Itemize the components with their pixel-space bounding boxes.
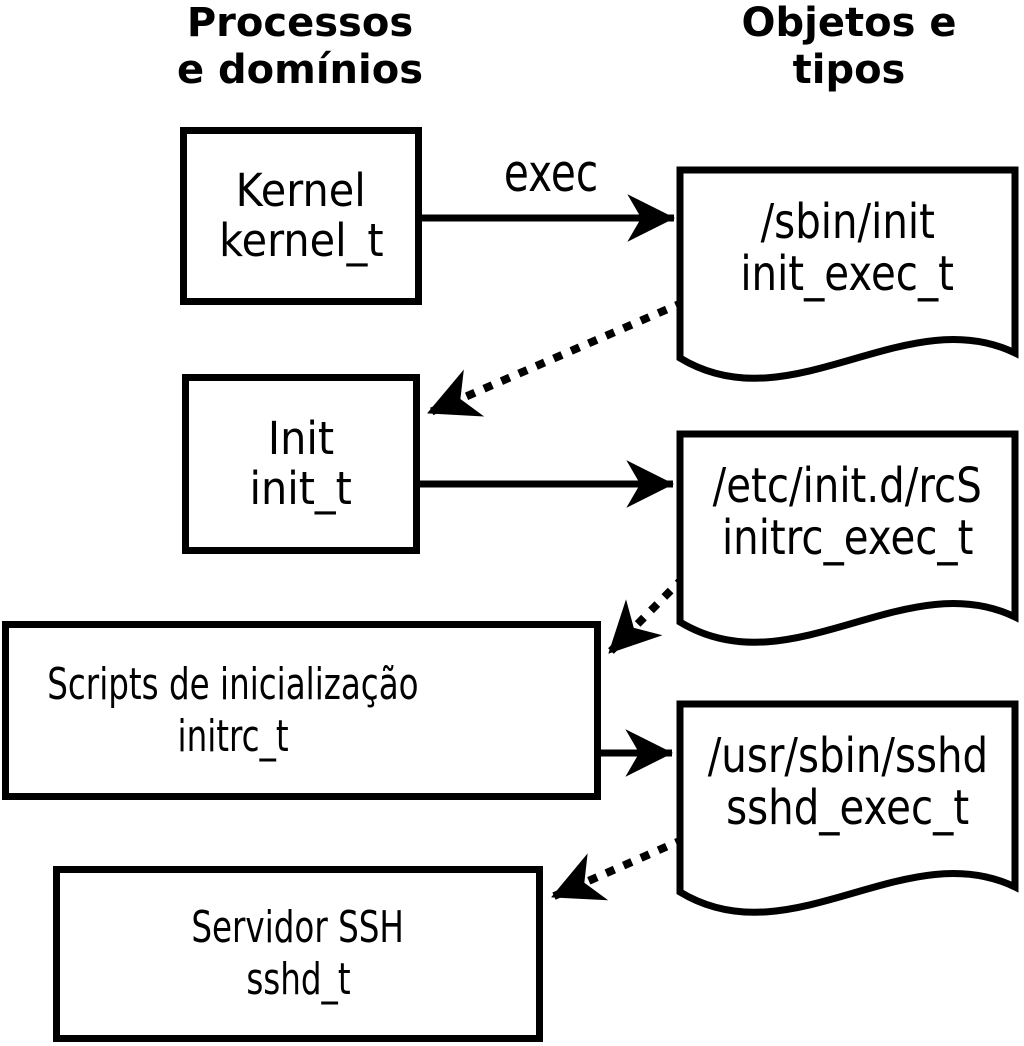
object-type: init_exec_t xyxy=(740,246,955,302)
column-header-objects-line1: Objetos e xyxy=(741,0,957,46)
process-name: Servidor SSH xyxy=(191,902,405,953)
column-header-objects: Objetos e tipos xyxy=(669,0,1024,94)
process-name: Kernel xyxy=(235,164,367,217)
object-label-sbin-init: /sbin/init init_exec_t xyxy=(680,178,1015,318)
object-type: sshd_exec_t xyxy=(726,780,969,836)
process-domain: kernel_t xyxy=(218,214,384,267)
column-header-objects-line2: tipos xyxy=(792,47,906,93)
edge-label-exec: exec xyxy=(503,144,599,204)
document-shape-etc-initd-rcs xyxy=(676,430,1019,646)
document-shape-usr-sbin-sshd xyxy=(676,700,1019,916)
object-type: initrc_exec_t xyxy=(721,510,974,566)
process-domain: init_t xyxy=(249,462,353,515)
object-path: /usr/sbin/sshd xyxy=(707,728,988,784)
process-name: Scripts de inicialização xyxy=(47,658,419,710)
object-label-usr-sbin-sshd: /usr/sbin/sshd sshd_exec_t xyxy=(680,712,1015,852)
process-box-initrc xyxy=(2,621,601,800)
edge-transition-sshdexec-to-sshd xyxy=(550,835,686,901)
process-box-init: Init init_t xyxy=(182,374,420,554)
process-name: Init xyxy=(267,412,335,465)
object-path: /etc/init.d/rcS xyxy=(712,458,983,514)
process-domain: initrc_t xyxy=(177,710,289,762)
edge-transition-sbininit-to-init xyxy=(426,298,686,417)
process-box-sshd: Servidor SSH sshd_t xyxy=(53,866,543,1042)
column-header-processes-line2: e domínios xyxy=(176,47,424,93)
column-header-processes-line1: Processos xyxy=(186,0,414,46)
object-label-etc-initd-rcs: /etc/init.d/rcS initrc_exec_t xyxy=(680,442,1015,582)
process-domain: sshd_t xyxy=(245,954,351,1005)
object-path: /sbin/init xyxy=(760,194,935,250)
edge-transition-rcs-to-initrc xyxy=(606,574,687,656)
process-box-initrc-label: Scripts de inicialização initrc_t xyxy=(3,621,463,800)
process-box-kernel: Kernel kernel_t xyxy=(180,127,422,305)
document-shape-sbin-init xyxy=(676,166,1019,382)
column-header-processes: Processos e domínios xyxy=(120,0,480,94)
